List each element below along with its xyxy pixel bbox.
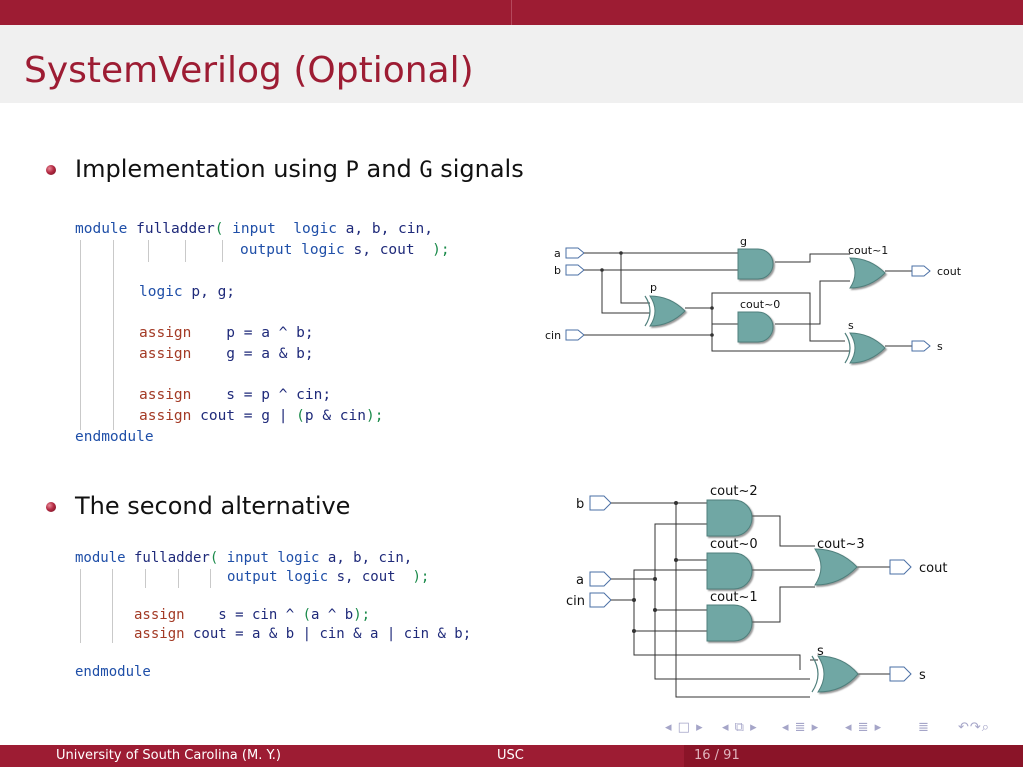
circuit-diagram-2: b a cin cout s cout~2 cout~0 cout~3 cout… (566, 484, 947, 698)
output-pin-s (889, 666, 912, 682)
indent-guide (80, 240, 81, 430)
code-line: assign p = a ^ b; (139, 325, 314, 341)
bullet-second-alternative: The second alternative (75, 492, 351, 520)
gate-label-s: s (848, 319, 854, 332)
and-gate-cout1 (706, 604, 753, 642)
title-bar (0, 25, 1023, 103)
gate-label-g: g (740, 238, 747, 248)
nav-frame-controls[interactable]: ◂ □ ▸ (665, 720, 704, 735)
footer-institution: University of South Carolina (M. Y.) (56, 748, 281, 763)
footer-page-box (684, 745, 1023, 767)
input-pin-b (565, 264, 585, 276)
input-pin-cin (589, 592, 612, 608)
and-gate-cout2 (706, 499, 753, 537)
gate-label-cout1: cout~1 (848, 244, 888, 257)
xor-gate-s (849, 332, 886, 364)
output-label-s: s (919, 668, 926, 683)
code-line: assign cout = a & b | cin & a | cin & b; (134, 626, 472, 642)
or-gate-cout1 (849, 257, 886, 289)
gate-label-p: p (650, 281, 657, 294)
code-line: output logic s, cout ); (240, 242, 450, 258)
input-label-b: b (576, 497, 584, 512)
xor-gate-p (649, 295, 686, 327)
gate-label-s: s (817, 644, 824, 659)
output-label-cout: cout (919, 561, 947, 576)
bullet-text: signals (432, 155, 524, 183)
bullet-marker (46, 502, 56, 512)
input-pin-b (589, 495, 612, 511)
gate-label-cout0: cout~0 (710, 537, 758, 552)
gate-label-cout0: cout~0 (740, 298, 780, 311)
input-label-cin: cin (566, 594, 585, 609)
indent-guide (222, 240, 223, 262)
input-pin-cin (565, 329, 585, 341)
footer-bar: University of South Carolina (M. Y.) USC… (0, 745, 1023, 767)
indent-guide (178, 569, 179, 588)
bullet-implementation: Implementation using P and G signals (75, 154, 524, 186)
signal-p: P (345, 158, 359, 183)
bullet-text: Implementation using (75, 155, 346, 183)
output-pin-cout (911, 265, 931, 277)
code-line: logic p, g; (139, 284, 236, 300)
xor-gate-s (817, 655, 859, 693)
gate-label-cout2: cout~2 (710, 484, 758, 499)
input-label-cin: cin (545, 329, 561, 342)
indent-guide (185, 240, 186, 262)
and-gate-cout0 (737, 311, 774, 343)
nav-search-icons[interactable]: ↶↷⌕ (958, 720, 991, 735)
and-gate-g (737, 248, 774, 280)
signal-g: G (419, 158, 433, 183)
input-pin-a (565, 247, 585, 259)
or-gate-cout3 (814, 548, 858, 586)
indent-guide (113, 240, 114, 430)
top-bar (0, 0, 1023, 25)
indent-guide (80, 569, 81, 643)
code-line: endmodule (75, 664, 151, 680)
nav-section-controls-2[interactable]: ◂ ≣ ▸ (845, 720, 883, 735)
input-label-b: b (554, 264, 561, 277)
slide-title: SystemVerilog (Optional) (24, 50, 474, 91)
footer-short-title: USC (497, 748, 524, 763)
footer-page-number: 16 / 91 (694, 748, 740, 763)
indent-guide (210, 569, 211, 588)
code-line: assign g = a & b; (139, 346, 314, 362)
bullet-marker (46, 165, 56, 175)
gate-label-cout3: cout~3 (817, 537, 865, 552)
nav-section-controls[interactable]: ◂ ≣ ▸ (782, 720, 820, 735)
input-label-a: a (554, 247, 561, 260)
output-pin-s (911, 340, 931, 352)
code-line: assign s = cin ^ (a ^ b); (134, 607, 371, 623)
code-line: assign cout = g | (p & cin); (139, 408, 384, 424)
indent-guide (145, 569, 146, 588)
output-pin-cout (889, 559, 912, 575)
code-line: module fulladder( input logic a, b, cin, (75, 550, 413, 566)
nav-subsection-controls[interactable]: ◂ ⧉ ▸ (722, 720, 758, 735)
output-label-cout: cout (937, 265, 962, 278)
indent-guide (148, 240, 149, 262)
code-line: module fulladder( input logic a, b, cin, (75, 221, 433, 237)
code-line: output logic s, cout ); (227, 569, 430, 585)
code-line: endmodule (75, 429, 154, 445)
bullet-text: and (358, 155, 420, 183)
output-label-s: s (937, 340, 943, 353)
indent-guide (112, 569, 113, 643)
and-gate-cout0 (706, 552, 753, 590)
code-line: assign s = p ^ cin; (139, 387, 332, 403)
circuit-diagram-1: a b cin cout s g p cout~0 cout~1 s (545, 238, 962, 364)
input-pin-a (589, 571, 612, 587)
nav-appendix-icon[interactable]: ≣ (918, 720, 930, 735)
input-label-a: a (576, 573, 584, 588)
gate-label-cout1: cout~1 (710, 590, 758, 605)
top-bar-divider (511, 0, 512, 25)
